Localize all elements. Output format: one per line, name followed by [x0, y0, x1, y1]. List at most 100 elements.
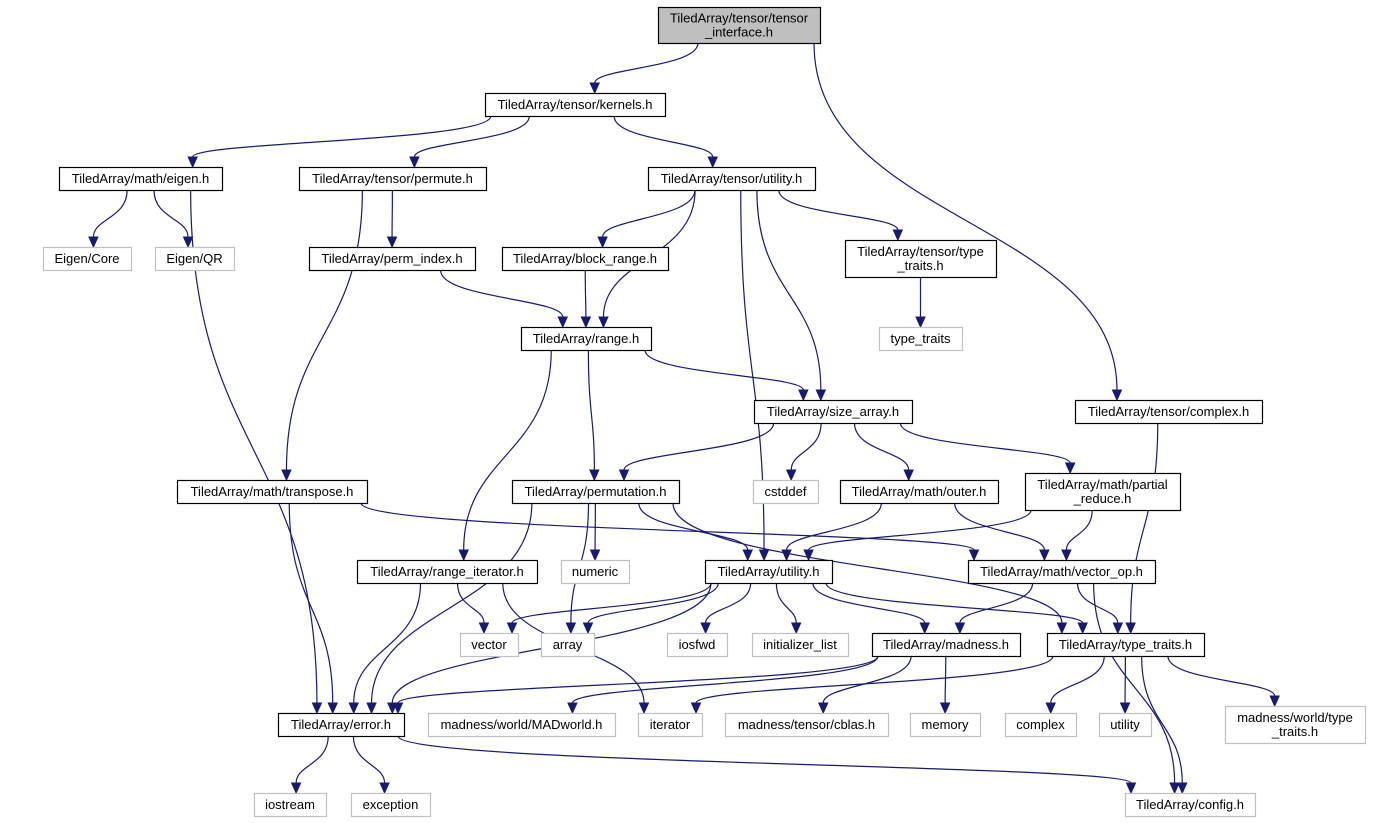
edge-line [353, 582, 422, 704]
node-vector-op[interactable]: TiledArray/math/vector_op.h [967, 559, 1157, 585]
arrowhead-icon [1176, 782, 1188, 795]
edge-utility_h-to-vector [506, 582, 712, 635]
node-kernels[interactable]: TiledArray/tensor/kernels.h [484, 92, 667, 118]
node-label: TiledArray/math/transpose.h [191, 484, 354, 499]
node-outer[interactable]: TiledArray/math/outer.h [839, 479, 1000, 505]
arrowhead-icon [567, 702, 578, 715]
node-range-iterator[interactable]: TiledArray/range_iterator.h [356, 559, 539, 585]
node-box [501, 246, 670, 272]
arrowhead-icon [1061, 549, 1072, 562]
arrowhead-icon [589, 469, 600, 482]
node-tensor-utility[interactable]: TiledArray/tensor/utility.h [647, 166, 817, 192]
edge-utility_h-to-madness_h [812, 582, 930, 635]
edge-line [672, 502, 1063, 624]
arrowhead-icon [1077, 622, 1088, 635]
arrowhead-icon [781, 549, 792, 562]
edge-tensor_interface-to-kernels [589, 42, 699, 95]
arrowhead-icon [798, 389, 809, 402]
edge-perm_index-to-range [439, 269, 568, 329]
edge-line [790, 422, 822, 471]
edge-range-to-range_iterator [458, 349, 552, 562]
edge-line [190, 189, 318, 704]
edge-line [775, 582, 797, 624]
edge-error-to-exception [352, 735, 390, 795]
node-size-array[interactable]: TiledArray/size_array.h [753, 399, 914, 425]
node-eigen[interactable]: TiledArray/math/eigen.h [58, 166, 224, 192]
node-label: type_traits [891, 331, 951, 346]
node-label: memory [922, 717, 969, 732]
edge-line [584, 269, 587, 318]
edge-range_iterator-to-vector [456, 582, 490, 635]
node-label: TiledArray/type_traits.h [1059, 637, 1192, 652]
node-transpose[interactable]: TiledArray/math/transpose.h [176, 479, 369, 505]
node-complex-h[interactable]: TiledArray/tensor/complex.h [1074, 399, 1264, 425]
arrowhead-icon [742, 549, 754, 562]
arrowhead-icon [598, 316, 609, 329]
edge-line [571, 655, 879, 704]
edge-line [695, 655, 1054, 704]
node-box [253, 792, 328, 818]
node-label: utility [1110, 717, 1140, 732]
node-madness-h[interactable]: TiledArray/madness.h [871, 632, 1022, 658]
node-ta-type-traits[interactable]: TiledArray/type_traits.h [1046, 632, 1206, 658]
node-box [1224, 705, 1367, 745]
arrowhead-icon [506, 622, 518, 635]
node-tensor-type-traits[interactable]: TiledArray/tensor/type_traits.h [844, 239, 998, 279]
node-box [1124, 792, 1257, 818]
node-box [724, 712, 890, 738]
arrowhead-icon [386, 236, 398, 249]
node-permutation[interactable]: TiledArray/permutation.h [511, 479, 681, 505]
node-box [459, 632, 520, 658]
node-perm-index[interactable]: TiledArray/perm_index.h [308, 246, 477, 272]
node-partial-reduce[interactable]: TiledArray/math/partial_reduce.h [1024, 472, 1182, 512]
arrowhead-icon [366, 702, 377, 715]
arrowhead-icon [815, 389, 827, 402]
node-label: TiledArray/range_iterator.h [370, 564, 523, 579]
edge-line [360, 502, 975, 551]
edge-line [511, 582, 712, 624]
edge-range-to-permutation [587, 349, 600, 482]
arrowhead-icon [1112, 622, 1124, 635]
arrowhead-icon [707, 156, 718, 169]
edge-partial_reduce-to-utility_h [803, 509, 1032, 562]
node-box [1046, 632, 1206, 658]
node-box [704, 559, 834, 585]
node-label: _traits.h [1271, 724, 1318, 739]
node-permute[interactable]: TiledArray/tensor/permute.h [298, 166, 488, 192]
arrowhead-icon [348, 702, 359, 715]
node-exception: exception [350, 792, 432, 818]
edge-utility_h-to-ta_type_traits [825, 582, 1088, 635]
node-box [1004, 712, 1078, 738]
edge-line [813, 42, 1118, 391]
node-range[interactable]: TiledArray/range.h [520, 326, 653, 352]
node-error[interactable]: TiledArray/error.h [277, 712, 406, 738]
node-box [176, 479, 369, 505]
edge-permutation-to-ta_type_traits [672, 502, 1068, 635]
edge-line [807, 509, 1032, 551]
node-label: TiledArray/math/vector_op.h [980, 564, 1143, 579]
arrowhead-icon [589, 82, 600, 95]
node-label: madness/world/MADworld.h [441, 717, 603, 732]
edge-line [613, 115, 714, 158]
edge-vector_op-to-config [1093, 582, 1180, 795]
node-label: madness/world/type [1237, 710, 1353, 725]
edge-line [92, 189, 128, 238]
node-utility-std: utility [1098, 712, 1153, 738]
arrowhead-icon [1269, 695, 1280, 708]
edge-complex_h-to-ta_type_traits [1125, 422, 1159, 635]
arrowhead-icon [1125, 782, 1137, 795]
arrowhead-icon [968, 549, 980, 562]
edge-tensor_type_traits-to-type_traits_std [915, 276, 926, 329]
arrowhead-icon [478, 622, 490, 635]
edge-eigen-to-error [190, 189, 323, 715]
edge-outer-to-utility_h [781, 502, 882, 562]
edge-line [899, 422, 1071, 464]
node-utility-h[interactable]: TiledArray/utility.h [704, 559, 834, 585]
node-block-range[interactable]: TiledArray/block_range.h [501, 246, 670, 272]
edge-line [352, 735, 386, 784]
arrowhead-icon [311, 702, 323, 715]
edge-line [397, 655, 879, 704]
arrowhead-icon [915, 316, 926, 329]
arrowhead-icon [565, 622, 577, 635]
edge-error-to-iostream [290, 735, 329, 795]
